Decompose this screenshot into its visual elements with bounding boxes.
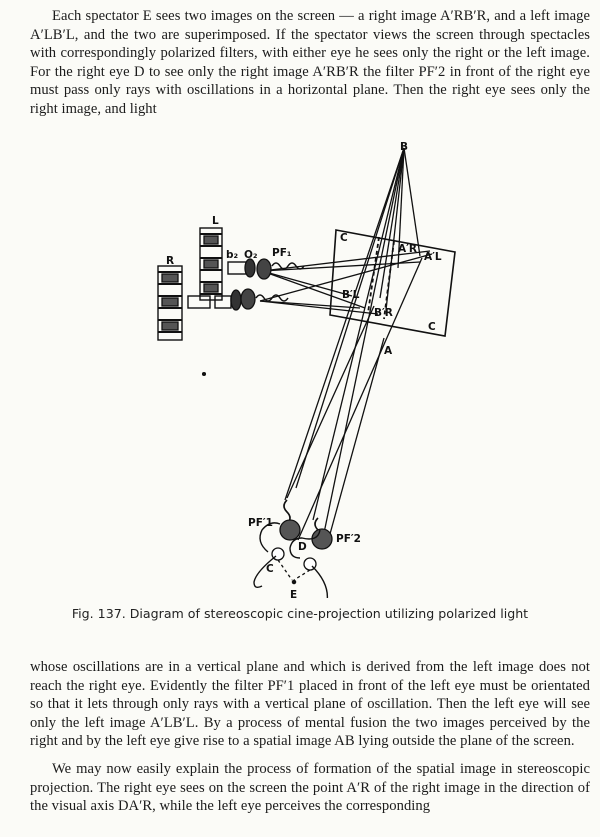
label-A: A — [384, 345, 393, 357]
label-E: E — [290, 589, 297, 598]
stereo-projection-diagram: B A C C L R b₂ O₂ PF₁ A′R A′L B′L B′R PF… — [157, 141, 456, 598]
label-BL: B′L — [342, 289, 360, 301]
label-C-eye: C — [266, 563, 274, 575]
label-O2: O₂ — [244, 249, 258, 261]
filter-pf2-prime — [311, 528, 333, 550]
label-PF2-prime: PF′2 — [336, 533, 361, 545]
label-AL: A′L — [424, 251, 442, 263]
label-PF1-prime: PF′1 — [248, 517, 273, 529]
label-R: R — [166, 255, 174, 267]
label-AR: A′R — [398, 243, 417, 255]
label-C-bottom: C — [428, 321, 436, 333]
screen-plane — [329, 229, 456, 337]
figure-caption: Fig. 137. Diagram of stereoscopic cine-p… — [71, 606, 529, 621]
filter-pf1-prime — [279, 519, 301, 541]
label-b2: b₂ — [226, 249, 239, 261]
label-BR: B′R — [374, 307, 393, 319]
label-D: D — [298, 541, 307, 553]
paragraph-middle: whose oscillations are in a vertical pla… — [30, 659, 590, 750]
label-C-top: C — [340, 232, 348, 244]
label-L: L — [212, 215, 219, 227]
paragraph-top: Each spectator E sees two images on the … — [30, 8, 590, 117]
paragraph-bottom: We may now easily explain the process of… — [30, 761, 590, 815]
label-B: B — [400, 141, 408, 153]
label-PF1: PF₁ — [272, 247, 292, 259]
